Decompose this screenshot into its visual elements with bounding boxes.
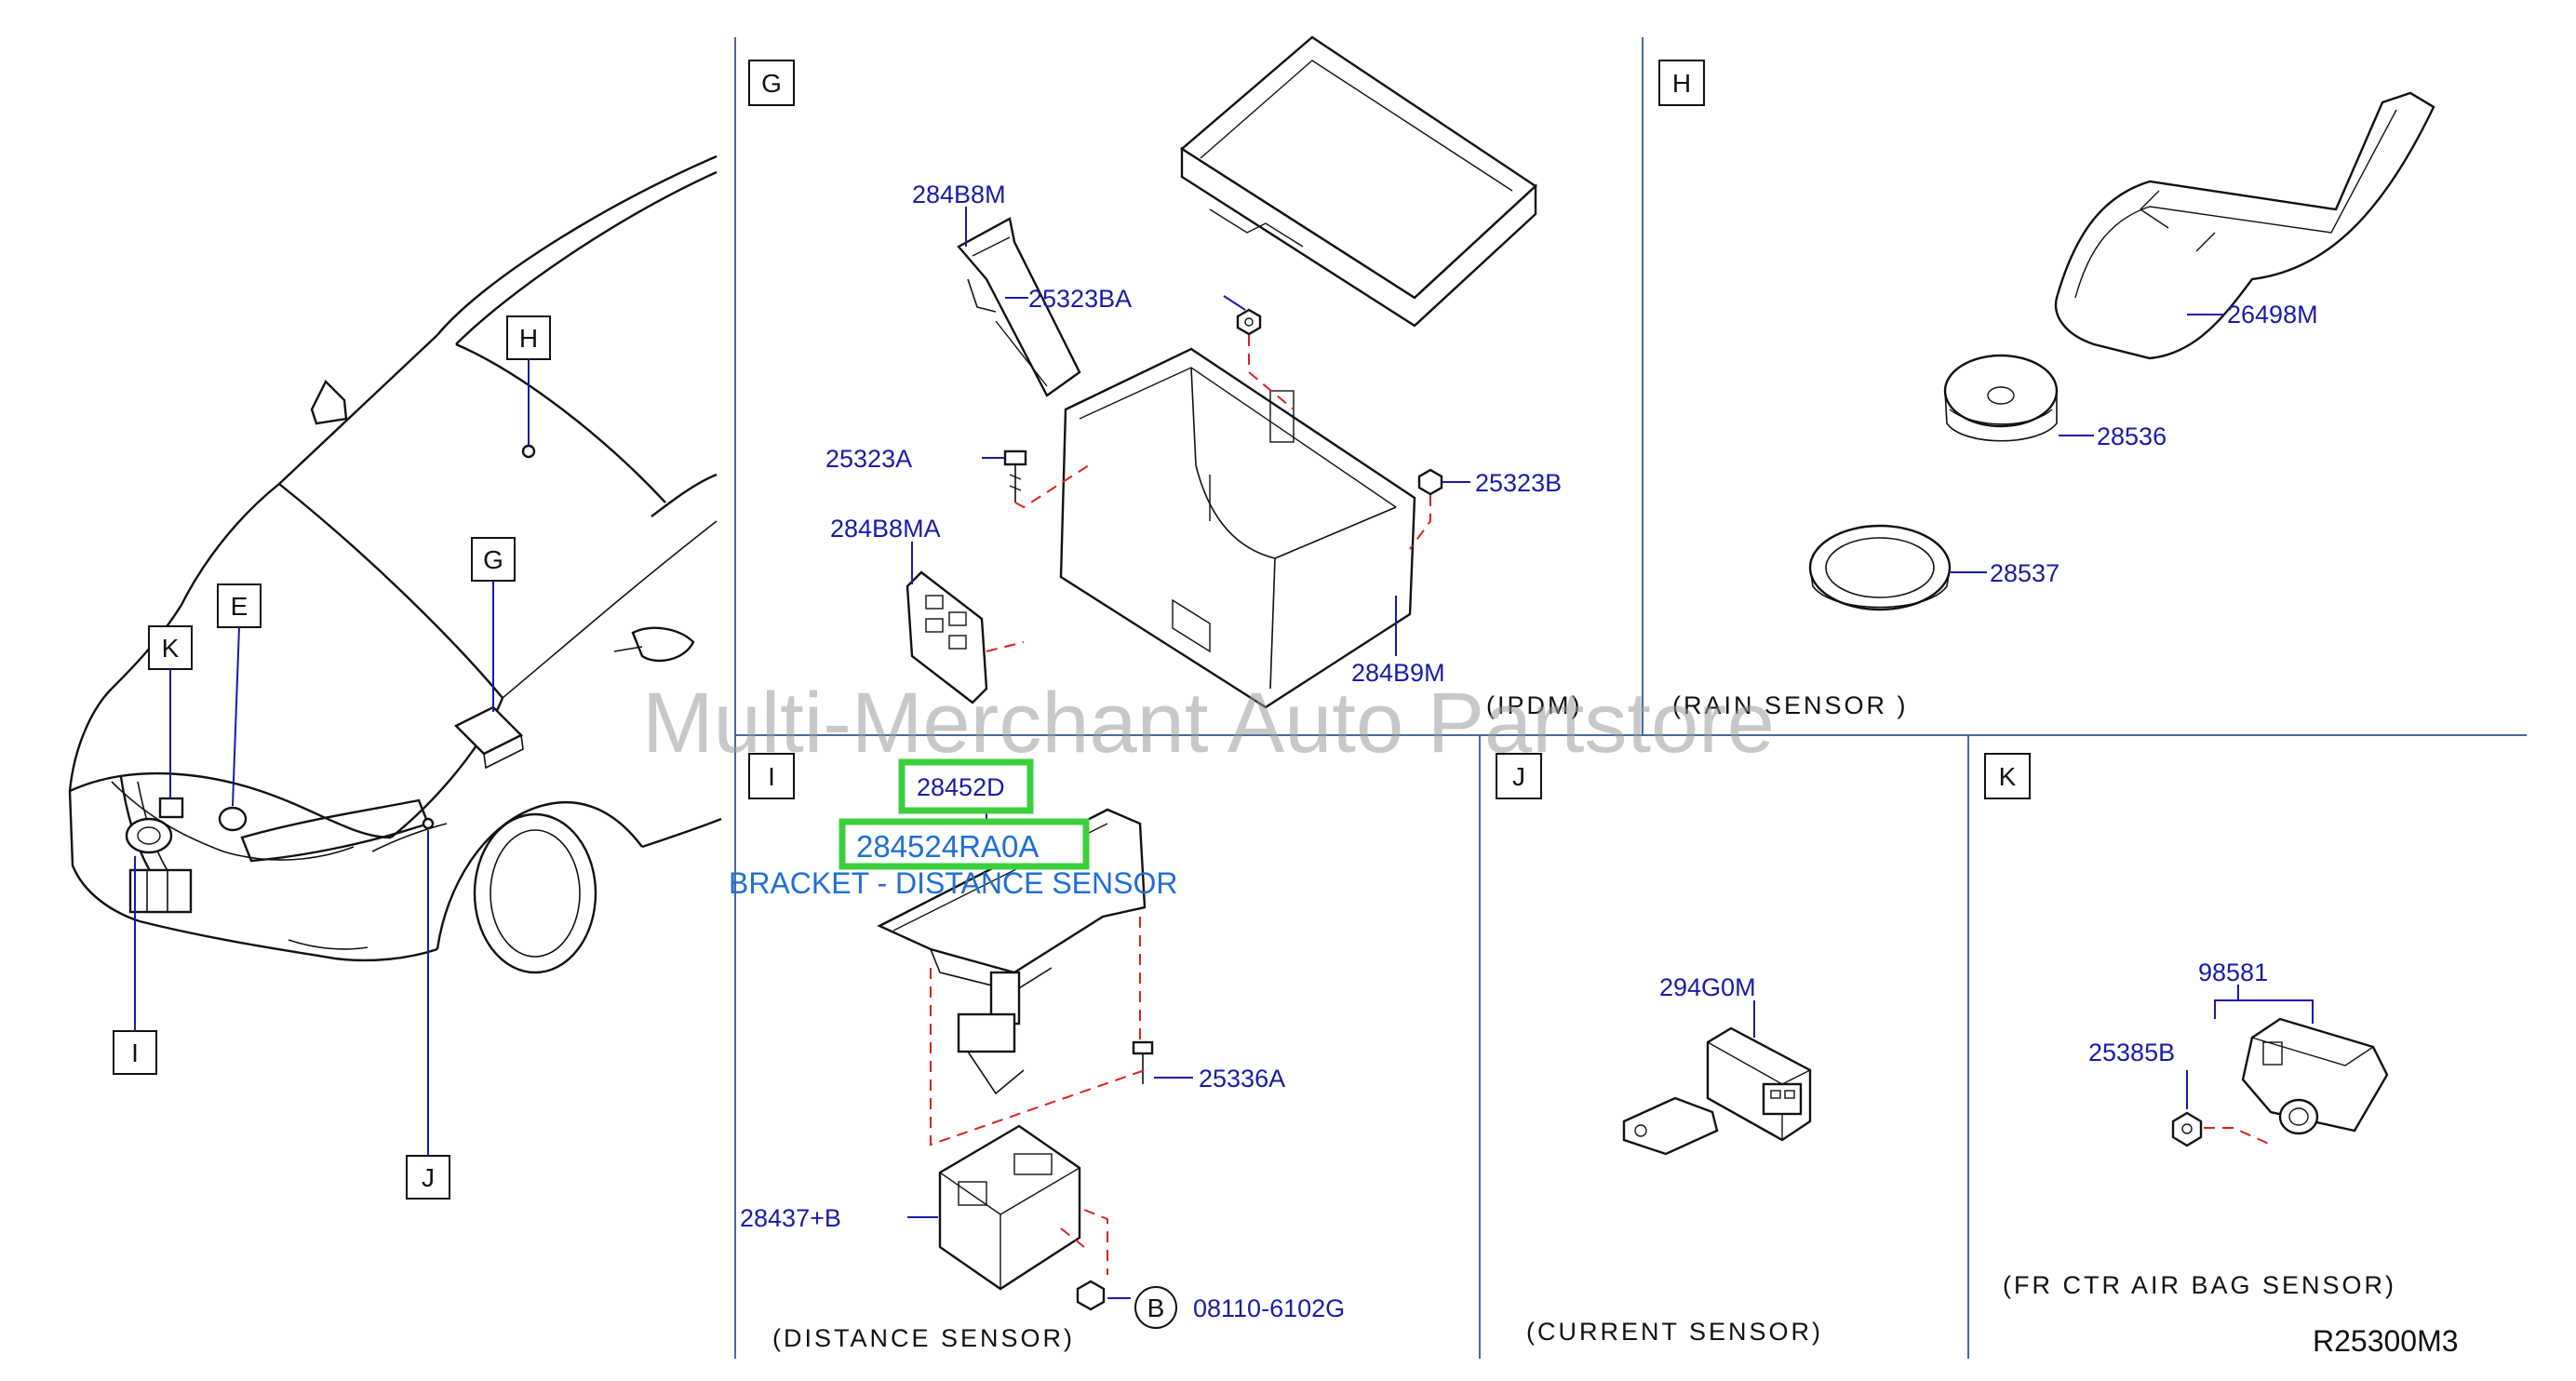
ipdm-cover <box>1179 35 1537 328</box>
sensor-294g0m <box>1622 1026 1812 1156</box>
sensor-98581 <box>2241 1017 2389 1135</box>
caption-ipdm: (IPDM) <box>1486 691 1582 719</box>
label-28537: 28537 <box>1990 559 2059 587</box>
highlight-28452d <box>898 758 1034 814</box>
panel-dividers <box>734 37 2527 1359</box>
section-label-j: J <box>1496 753 1542 799</box>
car-callouts: H E K G I J <box>113 315 551 1200</box>
svg-text:I: I <box>131 1039 139 1067</box>
current-sensor-panel: 294G0M (CURRENT SENSOR) <box>1526 973 1823 1346</box>
callout-k: K <box>148 625 193 798</box>
cover-26498m <box>2054 91 2435 360</box>
rain-sensor-panel: 26498M 28536 28537 (RAIN SENSOR ) <box>1672 91 2435 719</box>
label-26498m: 26498M <box>2227 301 2318 328</box>
label-294g0m: 294G0M <box>1659 973 1756 1001</box>
sensor-28536 <box>1943 354 2059 442</box>
label-28536: 28536 <box>2097 422 2167 450</box>
svg-text:J: J <box>422 1163 435 1192</box>
svg-text:E: E <box>231 592 248 621</box>
sensor-28437b <box>938 1124 1081 1291</box>
watermark: Multi-Merchant Auto Partstore <box>642 676 1775 771</box>
svg-text:J: J <box>1512 762 1525 791</box>
bolt-25323a <box>1003 449 1027 503</box>
bolt-08110-6102g <box>1076 1280 1106 1311</box>
svg-text:I: I <box>768 762 775 791</box>
callout-h: H <box>506 315 551 445</box>
label-25323b: 25323B <box>1475 469 1562 497</box>
svg-text:K: K <box>1999 762 2017 791</box>
nut-25385b <box>2171 1111 2203 1147</box>
label-28437b: 28437+B <box>740 1204 841 1232</box>
callout-g: G <box>471 537 516 712</box>
section-label-i: I <box>748 753 795 799</box>
section-label-k: K <box>1984 753 2031 799</box>
ipdm-box <box>1059 347 1416 709</box>
bracket-284b8ma <box>906 570 988 704</box>
ipdm-panel: 284B8M 25323BA 25323A 25323B 284B8MA 284… <box>825 35 1582 719</box>
ring-28537 <box>1808 524 1952 611</box>
callout-e: E <box>217 583 262 807</box>
svg-text:H: H <box>519 324 538 353</box>
label-98581: 98581 <box>2198 959 2268 986</box>
label-25323a: 25323A <box>825 445 912 473</box>
label-28452d: 28452D <box>917 773 1005 801</box>
caption-air-bag-sensor: (FR CTR AIR BAG SENSOR) <box>2003 1271 2396 1299</box>
label-284b9m: 284B9M <box>1351 659 1445 687</box>
section-label-g: G <box>748 60 795 106</box>
bolt-25336a <box>1132 1040 1154 1084</box>
section-label-h: H <box>1658 60 1705 106</box>
callout-i: I <box>113 856 157 1075</box>
svg-text:K: K <box>162 634 180 663</box>
label-25385b: 25385B <box>2088 1039 2175 1066</box>
label-25336a: 25336A <box>1199 1065 1285 1093</box>
label-284b8ma: 284B8MA <box>830 515 941 543</box>
svg-text:G: G <box>483 545 503 574</box>
bracket-284b8m <box>957 217 1081 397</box>
airbag-sensor-panel: 98581 25385B (FR CTR AIR BAG SENSOR) <box>2003 959 2396 1299</box>
callout-j: J <box>406 830 450 1200</box>
svg-text:G: G <box>761 69 782 98</box>
car-illustration <box>68 154 722 974</box>
caption-distance-sensor: (DISTANCE SENSOR) <box>772 1324 1075 1352</box>
nut-25323ba <box>1236 308 1262 336</box>
highlight-284524ra0a[interactable]: 284524RA0A <box>839 818 1090 870</box>
nut-25323b <box>1417 468 1443 496</box>
label-08110-6102g: 08110-6102G <box>1193 1294 1345 1322</box>
label-bracket-distance-sensor: BRACKET - DISTANCE SENSOR <box>729 866 1177 900</box>
label-25323ba: 25323BA <box>1028 285 1132 313</box>
svg-text:H: H <box>1672 69 1691 98</box>
bolt-marker-b: B <box>1147 1294 1165 1322</box>
label-284b8m: 284B8M <box>912 181 1006 208</box>
caption-rain-sensor: (RAIN SENSOR ) <box>1672 691 1909 719</box>
diagram-id: R25300M3 <box>2313 1324 2459 1358</box>
caption-current-sensor: (CURRENT SENSOR) <box>1526 1318 1823 1346</box>
label-284524ra0a: 284524RA0A <box>856 829 1039 864</box>
